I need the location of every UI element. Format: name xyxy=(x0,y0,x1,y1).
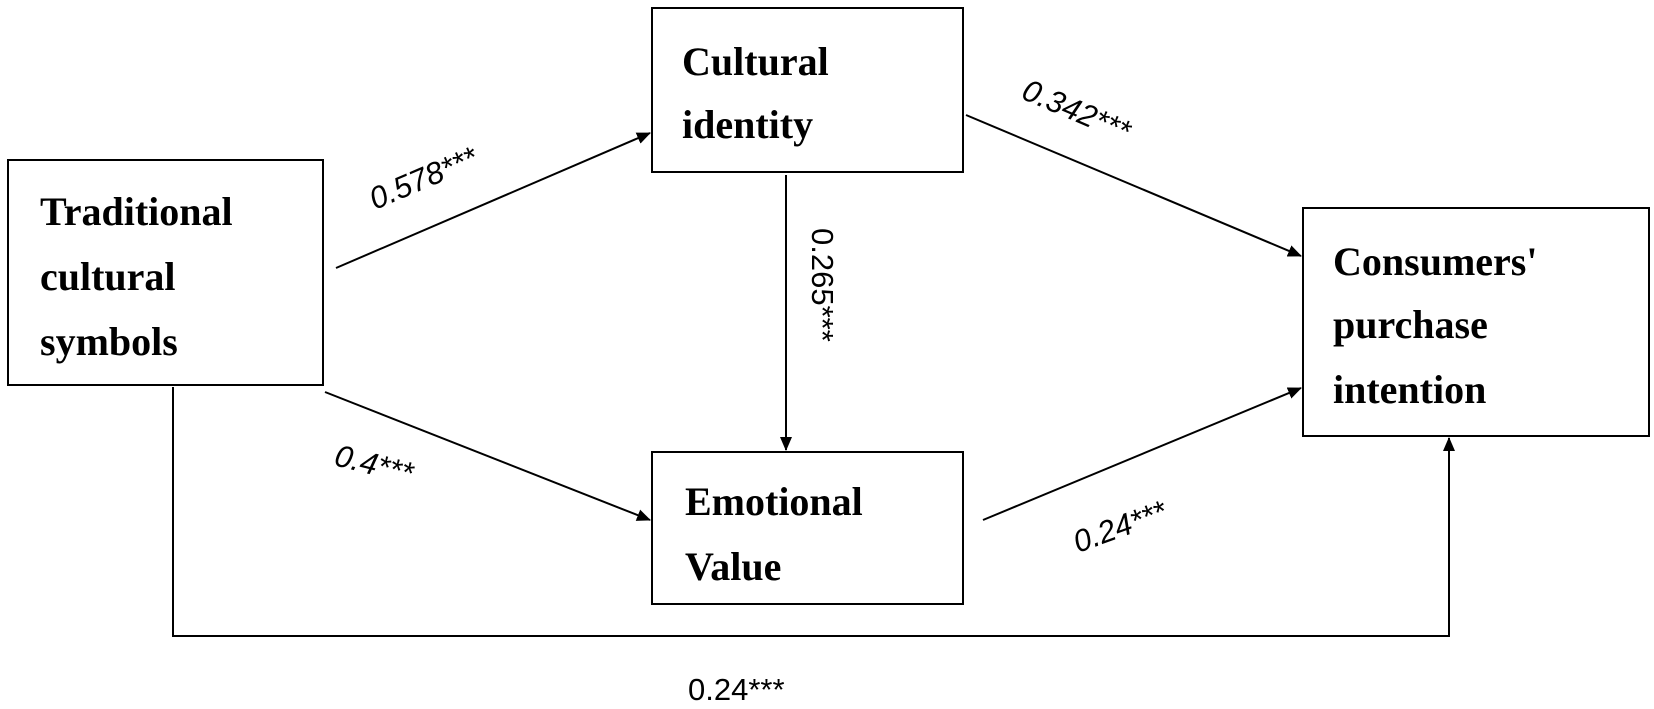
node-emotional-value: Emotional Value xyxy=(651,451,964,605)
node-traditional-cultural-symbols: Traditional cultural symbols xyxy=(7,159,324,386)
node-purchase-line-1: Consumers' xyxy=(1333,239,1537,284)
edge-label-identity-purchase: 0.342*** xyxy=(1017,72,1136,149)
node-purchase-line-3: intention xyxy=(1333,367,1486,412)
edge-traditional-to-purchase xyxy=(172,387,1455,637)
node-traditional-line-3: symbols xyxy=(40,319,178,364)
node-identity-box xyxy=(651,7,964,173)
edge-label-traditional-purchase: 0.24*** xyxy=(688,672,785,707)
edge-label-traditional-identity: 0.578*** xyxy=(364,139,483,216)
edge-label-traditional-emotional: 0.4*** xyxy=(331,438,417,491)
edge-label-identity-emotional: 0.265*** xyxy=(805,228,840,342)
edge-traditional-to-identity xyxy=(335,132,651,269)
node-traditional-line-2: cultural xyxy=(40,254,176,299)
node-purchase-box xyxy=(1302,207,1650,437)
node-emotional-line-1: Emotional xyxy=(685,479,863,524)
node-cultural-identity: Cultural identity xyxy=(651,7,964,173)
edge-identity-to-purchase xyxy=(965,114,1302,257)
edge-traditional-to-emotional xyxy=(324,391,651,521)
node-traditional-box xyxy=(7,159,324,386)
node-consumers-purchase-intention: Consumers' purchase intention xyxy=(1302,207,1650,437)
node-emotional-box xyxy=(651,451,964,605)
edge-emotional-to-purchase xyxy=(982,387,1302,521)
node-identity-line-1: Cultural xyxy=(682,39,829,84)
edge-label-emotional-purchase: 0.24*** xyxy=(1068,493,1172,559)
node-traditional-line-1: Traditional xyxy=(40,189,233,234)
node-purchase-line-2: purchase xyxy=(1333,302,1488,347)
node-emotional-line-2: Value xyxy=(685,544,781,589)
node-identity-line-2: identity xyxy=(682,102,813,147)
